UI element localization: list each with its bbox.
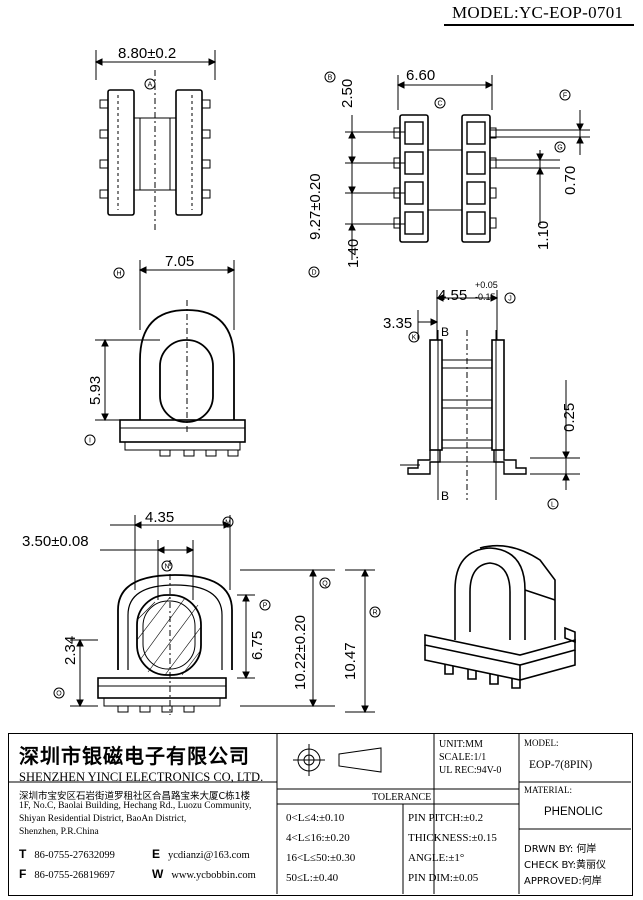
svg-text:A: A	[148, 82, 153, 89]
section-mark-top: B	[441, 325, 449, 339]
address-en-line-1: 1F, No.C, Baolai Building, Hechang Rd., …	[19, 801, 252, 811]
svg-text:K: K	[412, 335, 417, 342]
dim-side-width: 7.05	[165, 253, 194, 270]
svg-text:G: G	[557, 145, 562, 152]
dim-front-total: 10.47	[342, 642, 359, 680]
ref-label-d: D	[308, 266, 320, 278]
dim-pins-pad: 1.40	[345, 239, 362, 268]
svg-text:H: H	[116, 271, 121, 278]
dim-front-body: 10.22±0.20	[292, 615, 309, 690]
tolerance-row-2: 4<L≤16:±0.20	[286, 832, 350, 844]
dim-section-flange: 3.35	[383, 315, 412, 332]
technical-drawing: 8.80±0.2 6.60 2.50 9.27±0.20 1.40 0.70 1…	[22, 45, 590, 715]
top-view	[94, 50, 217, 230]
tolerance-row-4: 50≤L:±0.40	[286, 872, 339, 884]
address-en-line-3: Shenzhen, P.R.China	[19, 827, 99, 837]
svg-text:N: N	[164, 564, 169, 571]
ref-label-b: B	[324, 71, 336, 83]
projection-symbol-icon	[293, 744, 382, 776]
scale: SCALE:1/1	[439, 752, 487, 763]
ref-label-n: N	[161, 560, 173, 572]
side-view	[95, 260, 246, 457]
ref-label-h: H	[113, 267, 125, 279]
pin-spec-dim: PIN DIM:±0.05	[408, 872, 479, 884]
svg-text:J: J	[508, 296, 512, 303]
ref-label-f: F	[559, 89, 571, 101]
svg-text:I: I	[89, 438, 91, 445]
dim-front-outer: 3.50±0.08	[22, 533, 89, 550]
model-title: MODEL:YC-EOP-0701	[452, 3, 624, 22]
check-by: CHECK BY:黄丽仪	[524, 860, 607, 871]
svg-text:Q: Q	[322, 581, 328, 588]
material-value: PHENOLIC	[544, 806, 603, 818]
dim-section-width: 4.55	[438, 287, 467, 304]
pin-spec-pitch: PIN PITCH:±0.2	[408, 812, 484, 824]
dim-front-inner: 4.35	[145, 509, 174, 526]
dim-front-base: 2.34	[62, 636, 79, 665]
model-label: MODEL:	[524, 738, 559, 748]
svg-text:C: C	[437, 101, 442, 108]
svg-text:D: D	[311, 270, 316, 277]
dim-pins-pitch: 2.50	[339, 79, 356, 108]
title-block: 深圳市银磁电子有限公司 SHENZHEN YINCI ELECTRONICS C…	[8, 733, 633, 896]
svg-text:R: R	[372, 610, 377, 617]
svg-text:L: L	[551, 502, 555, 509]
isometric-view	[424, 544, 576, 689]
tolerance-row-1: 0<L≤4:±0.10	[286, 812, 345, 824]
drawn-by: DRWN BY: 何岸	[524, 844, 597, 855]
ref-label-j: J	[504, 292, 516, 304]
svg-text:P: P	[263, 603, 268, 610]
svg-text:O: O	[56, 691, 62, 698]
address-cn: 深圳市宝安区石岩街道罗租社区合昌路宝来大厦C栋1楼	[19, 791, 251, 802]
company-name-cn: 深圳市银磁电子有限公司	[19, 744, 250, 768]
dim-section-thickness: 0.25	[561, 403, 578, 432]
ref-label-m: M	[222, 516, 234, 528]
svg-text:F: F	[563, 93, 567, 100]
model-underline	[444, 24, 634, 26]
dim-front-window: 6.75	[249, 631, 266, 660]
ref-label-i: I	[84, 434, 96, 446]
tolerance-title: TOLERANCE	[372, 792, 432, 803]
tolerance-row-3: 16<L≤50:±0.30	[286, 852, 356, 864]
material-label: MATERIAL:	[524, 785, 572, 795]
dim-pins-width: 6.60	[406, 67, 435, 84]
ref-label-r: R	[369, 606, 381, 618]
dim-section-tol-upper: +0.05	[475, 280, 498, 290]
pin-spec-thickness: THICKNESS:±0.15	[408, 832, 497, 844]
unit: UNIT:MM	[439, 739, 483, 750]
pin-spec-angle: ANGLE:±1°	[408, 852, 465, 864]
title-block-grid	[9, 734, 631, 894]
svg-text:M: M	[225, 520, 231, 527]
address-en-line-2: Shiyan Residential District, BaoAn Distr…	[19, 814, 187, 824]
ref-label-c: C	[434, 97, 446, 109]
ref-label-o: O	[53, 687, 65, 699]
ref-label-a: A	[144, 78, 156, 90]
section-mark-bottom: B	[441, 489, 449, 503]
dim-side-height: 5.93	[87, 376, 104, 405]
dim-pins-span: 9.27±0.20	[307, 173, 324, 240]
dim-top-width: 8.80±0.2	[118, 45, 176, 62]
front-view	[70, 515, 375, 715]
ul-rec: UL REC:94V-0	[439, 765, 502, 776]
pin-view	[345, 75, 590, 260]
ref-label-k: K	[408, 331, 420, 343]
company-name-en: SHENZHEN YINCI ELECTRONICS CO, LTD.	[19, 770, 264, 784]
svg-text:B: B	[328, 75, 333, 82]
section-view	[400, 290, 580, 500]
dim-pins-pin-length: 1.10	[535, 221, 552, 250]
model-value: EOP-7(8PIN)	[529, 759, 593, 771]
ref-label-p: P	[259, 599, 271, 611]
dim-pins-pin: 0.70	[562, 166, 579, 195]
approved-by: APPROVED:何岸	[524, 876, 602, 887]
ref-label-l: L	[547, 498, 559, 510]
ref-label-g: G	[554, 141, 566, 153]
dim-section-tol-lower: -0.15	[475, 292, 496, 302]
ref-label-q: Q	[319, 577, 331, 589]
